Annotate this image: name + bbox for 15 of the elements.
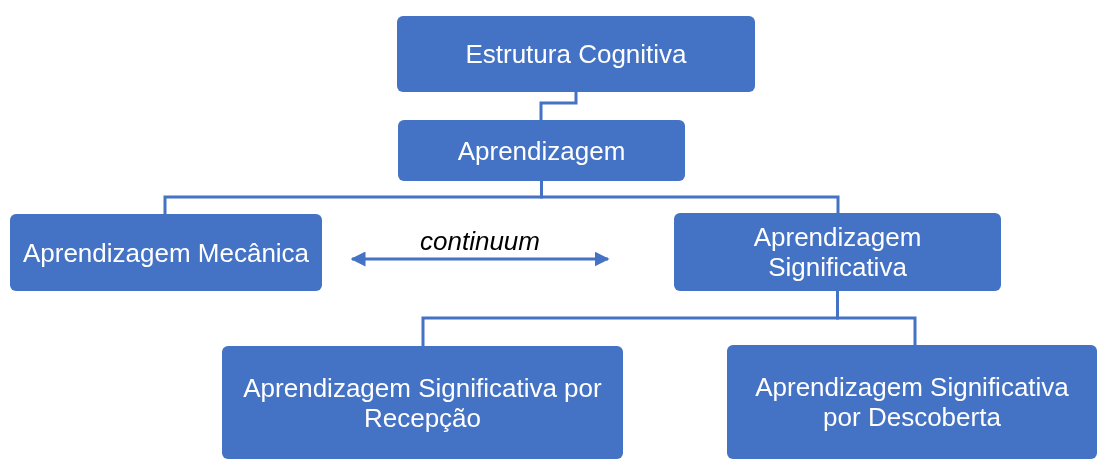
connector-line xyxy=(539,92,578,120)
process-box xyxy=(397,16,755,92)
connector-line xyxy=(836,291,917,345)
box-label: Aprendizagem xyxy=(457,135,626,166)
box-label: Aprendizagem Significativa por Recepção xyxy=(242,372,603,433)
process-box xyxy=(222,346,623,459)
box-label: Aprendizagem Significativa por Descoberta xyxy=(754,372,1070,432)
double-arrow xyxy=(350,251,610,267)
box-label: Aprendizagem Significativa xyxy=(752,222,923,282)
box-label: Aprendizagem Mecânica xyxy=(22,237,310,268)
process-box xyxy=(10,214,322,291)
process-box xyxy=(674,213,1001,291)
process-box xyxy=(727,345,1097,459)
box-label: Estrutura Cognitiva xyxy=(465,39,687,69)
process-box xyxy=(398,120,685,181)
